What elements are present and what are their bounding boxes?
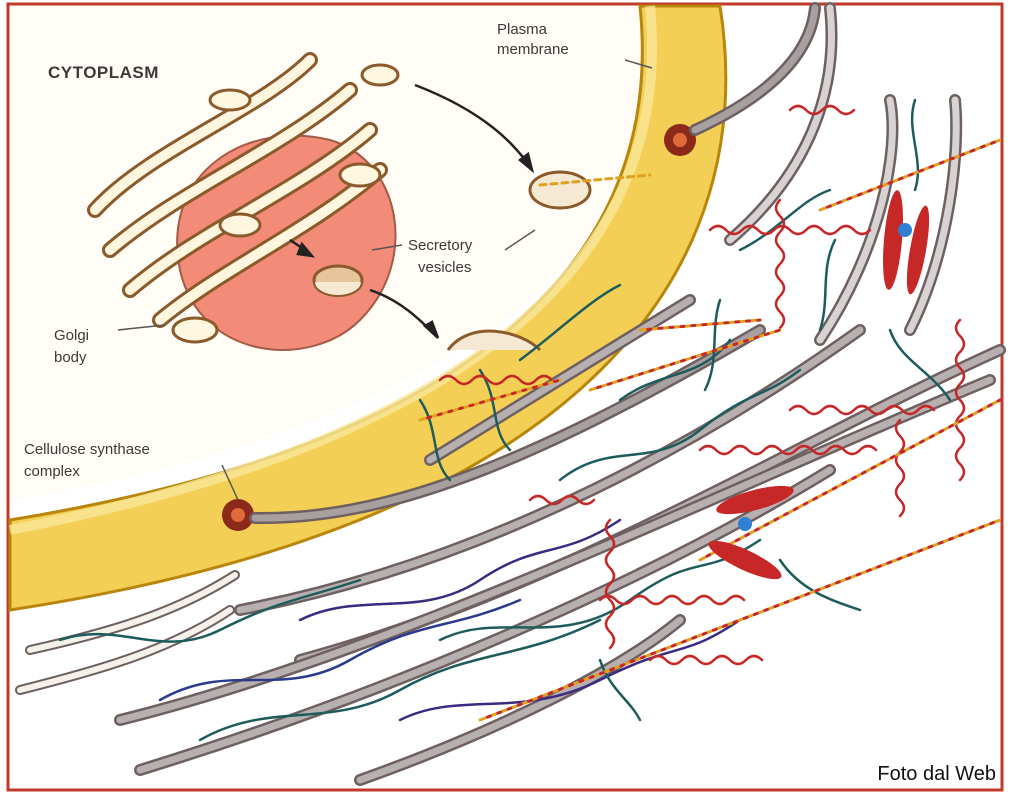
label-secretory-line1: Secretory <box>408 237 473 254</box>
label-secretory-line2: vesicles <box>418 259 471 276</box>
label-cytoplasm: CYTOPLASM <box>48 63 159 82</box>
label-golgi-line1: Golgi <box>54 327 89 344</box>
label-plasma-membrane-line2: membrane <box>497 41 569 58</box>
label-cellulose-line2: complex <box>24 463 80 480</box>
label-golgi-line2: body <box>54 349 87 366</box>
label-cellulose-line1: Cellulose synthase <box>24 441 150 458</box>
label-plasma-membrane-line1: Plasma <box>497 21 548 38</box>
image-credit: Foto dal Web <box>877 763 996 786</box>
